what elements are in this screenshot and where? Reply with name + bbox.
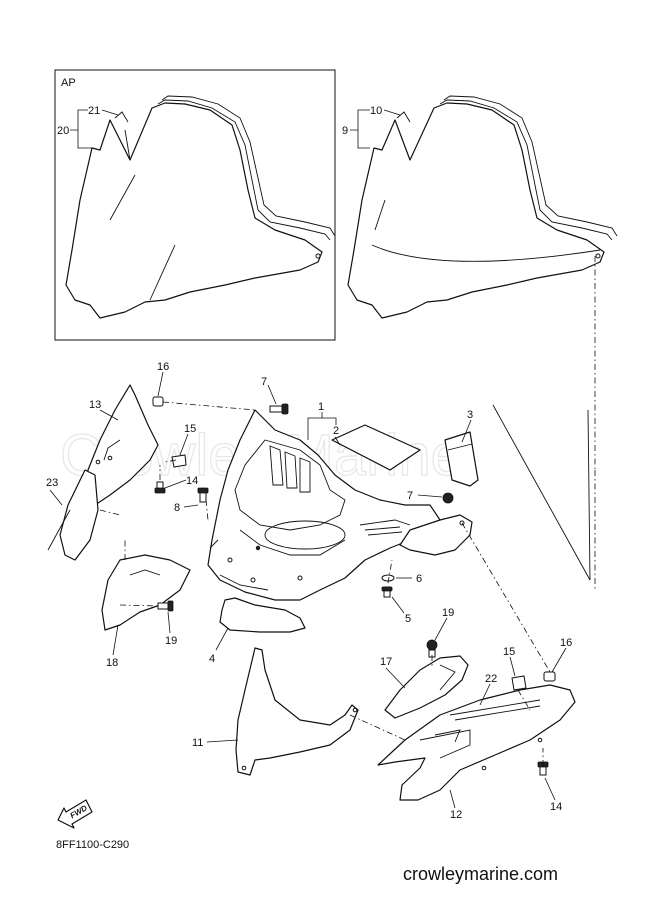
callout-5: 5 bbox=[405, 613, 411, 625]
callout-22: 22 bbox=[485, 673, 497, 685]
callout-11: 11 bbox=[192, 737, 203, 749]
upper-cowling bbox=[207, 409, 441, 601]
callout-3: 3 bbox=[467, 409, 473, 421]
windscreen-ap bbox=[65, 95, 336, 319]
side-panel-23 bbox=[47, 469, 99, 561]
callout-15-right: 15 bbox=[503, 646, 515, 658]
callout-2: 2 bbox=[333, 425, 339, 437]
callout-13: 13 bbox=[89, 399, 101, 411]
callout-16-right: 16 bbox=[560, 637, 572, 649]
callout-1: 1 bbox=[318, 401, 324, 413]
callout-7-top: 7 bbox=[261, 376, 267, 388]
fasteners bbox=[152, 396, 556, 776]
fwd-arrow-icon: FWD bbox=[57, 799, 93, 829]
callout-6: 6 bbox=[416, 573, 422, 585]
callout-4: 4 bbox=[209, 653, 215, 665]
callout-14-left: 14 bbox=[186, 475, 198, 487]
callout-21: 21 bbox=[88, 105, 100, 117]
callout-19-right: 19 bbox=[442, 607, 454, 619]
windscreen bbox=[347, 95, 618, 319]
callout-15-left: 15 bbox=[184, 423, 196, 435]
side-fairing bbox=[377, 684, 576, 801]
callout-20: 20 bbox=[57, 125, 69, 137]
side-panel-left bbox=[81, 384, 159, 521]
callout-14-right: 14 bbox=[550, 801, 562, 813]
inset-label: AP bbox=[61, 77, 76, 89]
callout-16-left: 16 bbox=[157, 361, 169, 373]
inner-cover bbox=[219, 597, 306, 633]
callout-8: 8 bbox=[174, 502, 180, 514]
inner-panel bbox=[384, 655, 469, 719]
leaders bbox=[49, 109, 567, 809]
air-duct bbox=[101, 554, 191, 631]
grommet-icon bbox=[152, 396, 164, 407]
callout-numbers: 1 2 3 4 5 6 7 7 8 9 10 11 12 13 14 14 15… bbox=[46, 105, 572, 821]
callout-23: 23 bbox=[46, 477, 58, 489]
callout-9: 9 bbox=[342, 125, 348, 137]
callout-17: 17 bbox=[380, 656, 392, 668]
callout-18: 18 bbox=[106, 657, 118, 669]
reference-lines bbox=[99, 256, 596, 766]
callout-19-left: 19 bbox=[165, 635, 177, 647]
decal-sheet bbox=[331, 424, 421, 471]
lower-cowling bbox=[235, 647, 359, 776]
callout-10: 10 bbox=[370, 105, 382, 117]
ap-inset: AP bbox=[54, 69, 336, 341]
callout-12: 12 bbox=[450, 809, 462, 821]
callout-7-right: 7 bbox=[407, 490, 413, 502]
brand-text: crowleymarine.com bbox=[403, 864, 558, 884]
figure-code: 8FF1100-C290 bbox=[56, 839, 129, 851]
reference-triangle bbox=[492, 404, 591, 581]
